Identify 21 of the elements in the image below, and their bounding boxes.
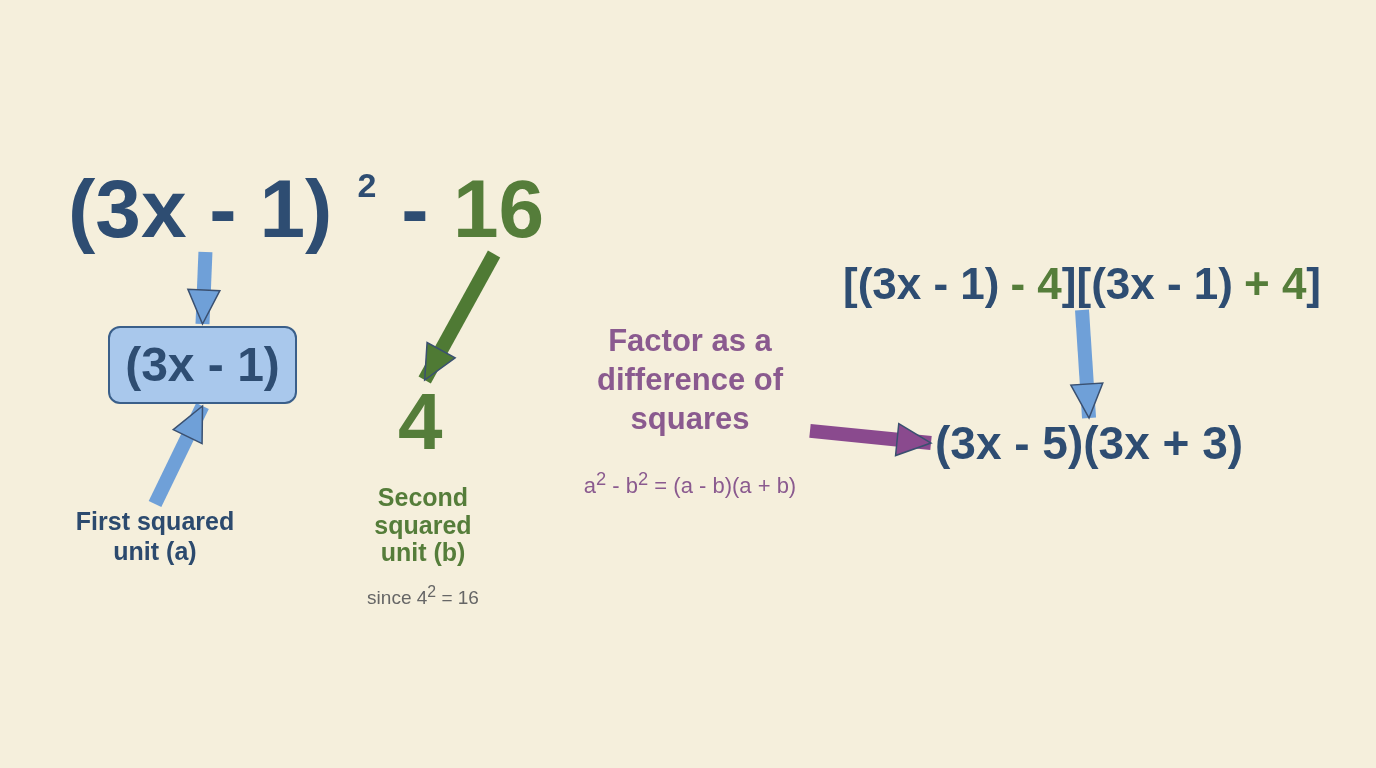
arrow	[187, 251, 221, 325]
math-expression: ]	[1306, 262, 1321, 306]
note-text: since 4$^{2}$ = 16	[366, 583, 480, 610]
math-expression: [(3x - 1)	[843, 262, 1000, 306]
math-expression: ][(3x - 1)	[1061, 262, 1233, 306]
caption-text: First squared unit (a)	[60, 506, 250, 566]
arrow	[148, 402, 209, 508]
formula-text: a$^{2}$ - b$^{2}$ = (a - b)(a + b)	[582, 470, 798, 498]
exponent: 2	[356, 168, 378, 202]
highlight-box	[108, 326, 297, 404]
caption-text: Second squared unit (b)	[373, 484, 473, 567]
minus-sign: -	[400, 168, 430, 250]
arrow	[1070, 309, 1104, 419]
arrow	[809, 422, 932, 457]
math-expression: + 4	[1243, 262, 1307, 306]
math-expression: 16	[453, 168, 545, 250]
math-expression: 4	[398, 382, 443, 462]
arrow	[418, 250, 501, 384]
math-expression: - 4	[1010, 262, 1062, 306]
math-expression: (3x - 1)	[125, 341, 280, 389]
heading-text: Factor as a difference of squares	[596, 322, 784, 438]
